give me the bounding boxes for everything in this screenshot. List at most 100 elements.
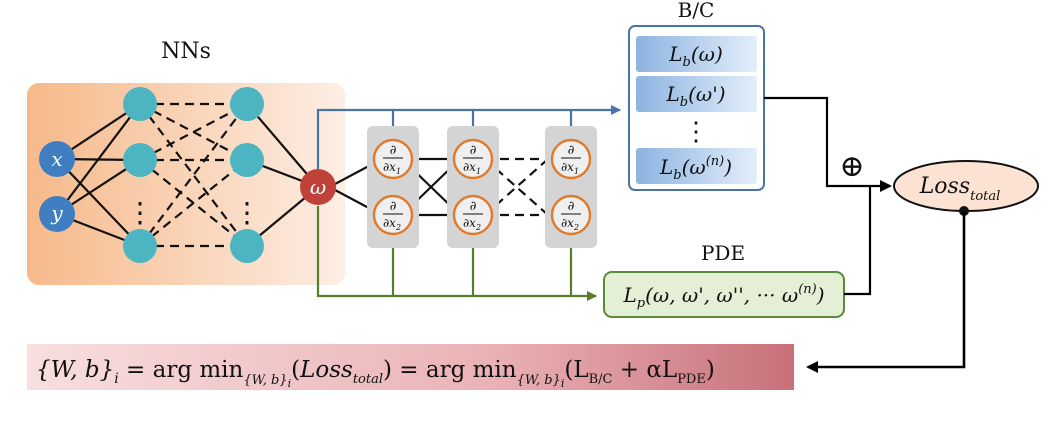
bc-item-1-sub: b <box>683 55 691 70</box>
formula-lhs-sub: i <box>114 371 118 387</box>
derivative-panel: ∂ ∂x1 ∂ ∂x2 <box>367 126 419 248</box>
input-label-y: y <box>50 201 63 225</box>
pde-title: PDE <box>701 241 745 265</box>
derivative-operator-top <box>452 138 494 180</box>
svg-text:Losstotal: Losstotal <box>919 174 1001 204</box>
bc-item-n-sup: (n) <box>706 154 725 169</box>
nn-edge <box>139 159 248 247</box>
feedback-connector <box>806 211 966 373</box>
formula-close: ) <box>706 357 715 383</box>
bc-connector <box>316 105 621 170</box>
bc-item-1-L: L <box>668 42 682 66</box>
loss-sub: total <box>970 189 1000 204</box>
input-node-y: y <box>39 196 75 232</box>
derivative-connections <box>334 157 549 217</box>
hidden-layer-1-neuron <box>123 87 157 121</box>
hidden-layer-2-neuron <box>230 87 264 121</box>
nn-edge <box>139 103 248 161</box>
formula-argmin-sub1-i: i <box>288 377 292 390</box>
derivative-operator-bottom <box>372 194 414 236</box>
svg-text:Lb(ω'): Lb(ω') <box>665 82 725 110</box>
input-label-x: x <box>51 147 62 171</box>
formula-lpde-sub: PDE <box>677 372 706 387</box>
bc-item-1-arg: (ω) <box>691 42 723 66</box>
pde-close: ) <box>816 283 825 307</box>
derivative-denominator: ∂x2 <box>561 216 579 232</box>
bc-item-n-close: ) <box>723 155 732 179</box>
svg-text:{W, b}i = arg min{W, b}i(Losst: {W, b}i = arg min{W, b}i(Losstotal) = ar… <box>36 357 715 390</box>
bc-item-2-sub: b <box>680 95 688 110</box>
formula-argmin-sub1: {W, b} <box>243 373 287 388</box>
bc-box: B/C Lb(ω) Lb(ω') ⋮ Lb(ω(n)) <box>628 0 765 191</box>
derivative-operator-bottom <box>452 194 494 236</box>
bc-item-2-L: L <box>665 82 679 106</box>
bc-item-n-sub: b <box>673 168 681 183</box>
output-node-omega: ω <box>300 169 336 205</box>
pde-arg: (ω, ω', ω'', ··· ω <box>645 283 798 307</box>
derivative-operator-top <box>372 138 414 180</box>
bc-item-n-arg: (ω <box>682 155 706 179</box>
derivative-panel: ∂ ∂x1 ∂ ∂x2 <box>447 126 499 248</box>
formula-background <box>27 344 794 390</box>
svg-text:Lb(ω(n)): Lb(ω(n)) <box>659 154 732 183</box>
formula-mid1: ( <box>291 357 300 383</box>
hidden-layer-1-ellipsis: ⋮ <box>126 196 154 229</box>
derivative-panel: ∂ ∂x1 ∂ ∂x2 <box>545 126 597 248</box>
formula-lhs: {W, b} <box>36 357 114 383</box>
derivative-numerator: ∂ <box>470 199 477 214</box>
hidden-layer-2-ellipsis: ⋮ <box>233 196 261 229</box>
bc-item-2: Lb(ω') <box>636 76 757 112</box>
derivative-denominator: ∂x1 <box>561 160 579 176</box>
derivative-operator-top <box>550 138 592 180</box>
pde-sub: p <box>637 296 646 311</box>
formula-argmin-sub2-i: i <box>561 377 565 390</box>
bc-item-n-L: L <box>659 155 673 179</box>
derivative-numerator: ∂ <box>568 143 575 158</box>
nn-edge <box>246 103 319 188</box>
formula-loss: Loss <box>299 357 353 383</box>
formula-open: (L <box>564 357 588 383</box>
bc-item-n: Lb(ω(n)) <box>636 148 757 184</box>
nn-panel-title: NNs <box>161 39 211 64</box>
derivative-operator-bottom <box>550 194 592 236</box>
svg-text:Lb(ω): Lb(ω) <box>668 42 723 70</box>
formula-lbc-sub: B/C <box>589 372 613 387</box>
hidden-layer-2-neuron <box>230 229 264 263</box>
bc-item-2-arg: (ω') <box>688 82 725 106</box>
sum-icon: ⊕ <box>839 149 864 184</box>
input-node-x: x <box>39 141 75 177</box>
formula-eq1: = arg min <box>119 357 244 383</box>
bc-item-1: Lb(ω) <box>636 36 757 72</box>
nn-edge <box>56 158 141 247</box>
pde-connector <box>316 206 597 301</box>
svg-text:Lp(ω, ω', ω'', ··· ω(n)): Lp(ω, ω', ω'', ··· ω(n)) <box>622 282 824 311</box>
sum-connectors <box>764 96 892 296</box>
nn-edge <box>56 103 141 215</box>
loss-total-node: Losstotal <box>893 160 1039 216</box>
bc-ellipsis: ⋮ <box>683 117 709 147</box>
optimization-formula: {W, b}i = arg min{W, b}i(Losstotal) = ar… <box>27 344 794 390</box>
pde-L: L <box>622 283 636 307</box>
derivative-denominator: ∂x1 <box>463 160 481 176</box>
derivative-panels: ∂ ∂x1 ∂ ∂x2 ∂ ∂x1 ∂ ∂x2 ∂ ∂x1 ∂ ∂x2 <box>367 126 597 248</box>
derivative-denominator: ∂x1 <box>383 160 401 176</box>
derivative-numerator: ∂ <box>470 143 477 158</box>
derivative-numerator: ∂ <box>390 143 397 158</box>
hidden-layer-1-neuron <box>123 143 157 177</box>
derivative-denominator: ∂x2 <box>463 216 481 232</box>
derivative-numerator: ∂ <box>568 199 575 214</box>
formula-mid2: ) = arg min <box>383 357 517 383</box>
bc-title: B/C <box>678 0 715 22</box>
formula-loss-sub: total <box>353 372 383 387</box>
hidden-layer-1-neuron <box>123 229 157 263</box>
loss-main: Loss <box>919 174 970 199</box>
pde-box: PDE Lp(ω, ω', ω'', ··· ω(n)) <box>603 241 845 318</box>
derivative-denominator: ∂x2 <box>383 216 401 232</box>
pde-sup: (n) <box>798 282 817 297</box>
derivative-numerator: ∂ <box>390 199 397 214</box>
formula-argmin-sub2: {W, b} <box>517 373 561 388</box>
formula-plus: + αL <box>612 357 677 383</box>
nn-neurons <box>123 87 264 263</box>
hidden-layer-2-neuron <box>230 143 264 177</box>
